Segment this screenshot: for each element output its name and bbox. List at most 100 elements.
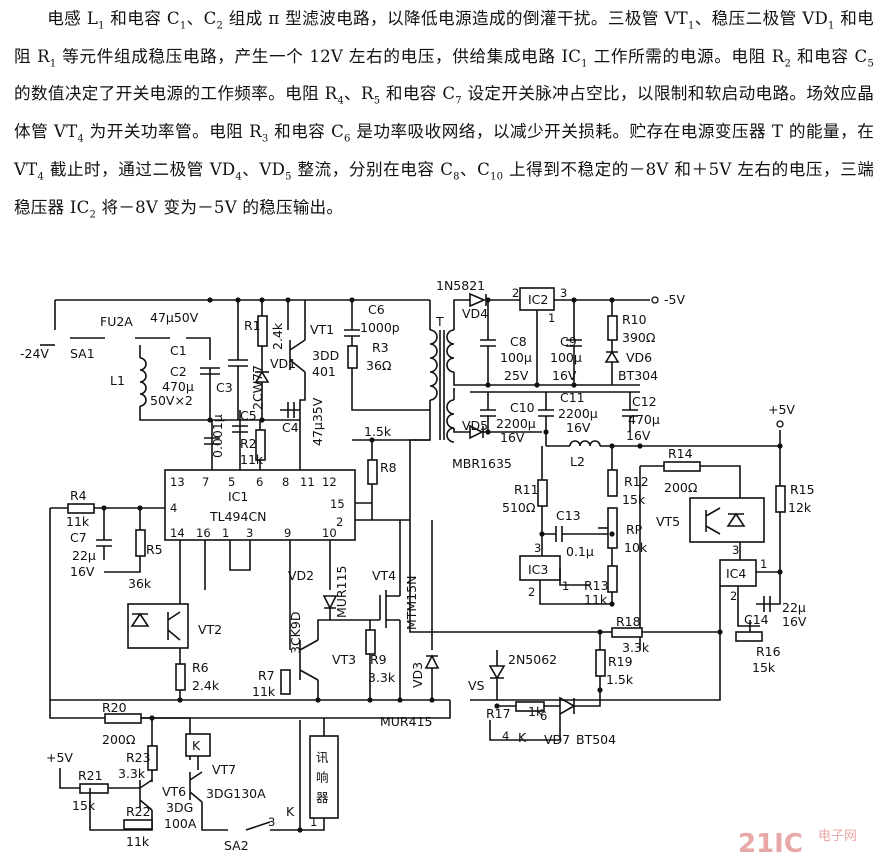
svg-text:电子网: 电子网 <box>818 829 857 844</box>
label-c1-value: 47μ50V <box>150 310 199 325</box>
label-r13-value: 11k <box>584 592 608 607</box>
label-c10-value1: 2200μ <box>496 416 536 431</box>
label-c3-value: 0.001μ <box>210 414 225 458</box>
label-vd6-type: BT304 <box>618 368 658 383</box>
label-c5: C5 <box>240 408 257 423</box>
label-ic3: IC3 <box>528 562 548 577</box>
label-r2-value: 11k <box>240 452 264 467</box>
label-r19: R19 <box>608 654 633 669</box>
svg-text:13: 13 <box>170 475 185 489</box>
label-r4-value: 11k <box>66 514 90 529</box>
label-c8: C8 <box>510 334 527 349</box>
watermark-logo: 21IC 电子网 <box>738 829 857 859</box>
label-r5-value: 36k <box>128 576 152 591</box>
label-c9-value2: 16V <box>552 368 577 383</box>
svg-text:21IC: 21IC <box>738 829 803 859</box>
svg-text:3: 3 <box>732 543 739 557</box>
label-r9: R9 <box>370 652 387 667</box>
label-vd1: VD1 <box>270 356 296 371</box>
label-r17: R17 <box>486 706 511 721</box>
svg-text:3: 3 <box>534 541 541 555</box>
label-c7-value2: 16V <box>70 564 95 579</box>
label-r3: R3 <box>372 340 389 355</box>
label-c14-value1: 22μ <box>782 600 806 615</box>
label-r8-value: 1.5k <box>364 424 392 439</box>
label-minus5: -5V <box>664 292 685 307</box>
svg-text:8: 8 <box>282 475 289 489</box>
label-r1: R1 <box>244 318 261 333</box>
label-c10-value2: 16V <box>500 430 525 445</box>
label-c14: C14 <box>744 612 769 627</box>
label-k-relay-contact: K <box>286 804 295 819</box>
label-c6: C6 <box>368 302 385 317</box>
label-vt4: VT4 <box>372 568 396 583</box>
junction-dots <box>101 297 783 833</box>
buzzer-label: 讯 响 器 <box>316 750 329 805</box>
description-text: 电感 L1 和电容 C1、C2 组成 π 型滤波电路，以降低电源造成的倒灌干扰。… <box>14 9 875 220</box>
label-c11-value1: 2200μ <box>558 406 598 421</box>
label-r10: R10 <box>622 312 647 327</box>
label-vd2: VD2 <box>288 568 314 583</box>
label-vt3: VT3 <box>332 652 356 667</box>
svg-text:1: 1 <box>222 526 229 540</box>
svg-text:6: 6 <box>256 475 263 489</box>
svg-text:讯: 讯 <box>316 750 329 765</box>
label-r16-value: 15k <box>752 660 776 675</box>
label-r22-value: 11k <box>126 834 150 849</box>
label-relay-k: K <box>192 738 201 753</box>
label-c11: C11 <box>560 390 585 405</box>
label-l2: L2 <box>570 454 585 469</box>
label-r16: R16 <box>756 644 781 659</box>
label-c13-value: 0.1μ <box>566 544 594 559</box>
svg-text:7: 7 <box>202 475 209 489</box>
label-fu: FU2A <box>100 314 133 329</box>
label-r10-value: 390Ω <box>622 330 656 345</box>
label-vd5: VD5 <box>462 418 488 433</box>
svg-text:3: 3 <box>560 286 567 300</box>
svg-text:1: 1 <box>760 557 767 571</box>
label-c12: C12 <box>632 394 657 409</box>
label-vs: VS <box>468 678 485 693</box>
svg-text:6: 6 <box>540 709 547 723</box>
label-vt1-type1: 3DD <box>312 348 339 363</box>
label-r23-value: 3.3k <box>118 766 146 781</box>
label-r2: R2 <box>240 436 257 451</box>
label-r13: R13 <box>584 578 609 593</box>
label-r15: R15 <box>790 482 815 497</box>
label-r14: R14 <box>668 446 693 461</box>
label-vd2-type: MUR115 <box>334 566 349 618</box>
label-r6: R6 <box>192 660 209 675</box>
label-r18-value: 3.3k <box>622 640 650 655</box>
svg-text:10: 10 <box>322 526 337 540</box>
label-k-contact: K <box>518 730 527 745</box>
label-vd7: VD7 <box>544 732 570 747</box>
label-c2: C2 <box>170 364 187 379</box>
label-vd3: VD3 <box>410 662 425 688</box>
label-r14-value: 200Ω <box>664 480 698 495</box>
label-vd4-type: 1N5821 <box>436 278 485 293</box>
label-c9: C9 <box>560 334 577 349</box>
label-c7: C7 <box>70 530 87 545</box>
label-vt1-type2: 401 <box>312 364 336 379</box>
label-c7-value1: 22μ <box>72 548 96 563</box>
label-r23: R23 <box>126 750 151 765</box>
label-r7-value: 11k <box>252 684 276 699</box>
svg-text:1: 1 <box>310 815 317 829</box>
label-ic4: IC4 <box>726 566 746 581</box>
label-c9-value1: 100μ <box>550 350 582 365</box>
svg-text:5: 5 <box>228 475 235 489</box>
label-vd5-type: MBR1635 <box>452 456 512 471</box>
label-r20-value: 200Ω <box>102 732 136 747</box>
label-rp: RP <box>626 522 643 537</box>
label-c12-value2: 16V <box>626 428 651 443</box>
label-vd6: VD6 <box>626 350 652 365</box>
label-c14-value2: 16V <box>782 614 807 629</box>
label-c11-value2: 16V <box>566 420 591 435</box>
label-c2-value1: 470μ <box>162 379 194 394</box>
label-vd1-type: 2CW77 <box>250 365 265 410</box>
svg-text:2: 2 <box>336 515 343 529</box>
label-r7: R7 <box>258 668 275 683</box>
label-vt6-type2: 100A <box>164 816 197 831</box>
svg-text:2: 2 <box>512 286 519 300</box>
